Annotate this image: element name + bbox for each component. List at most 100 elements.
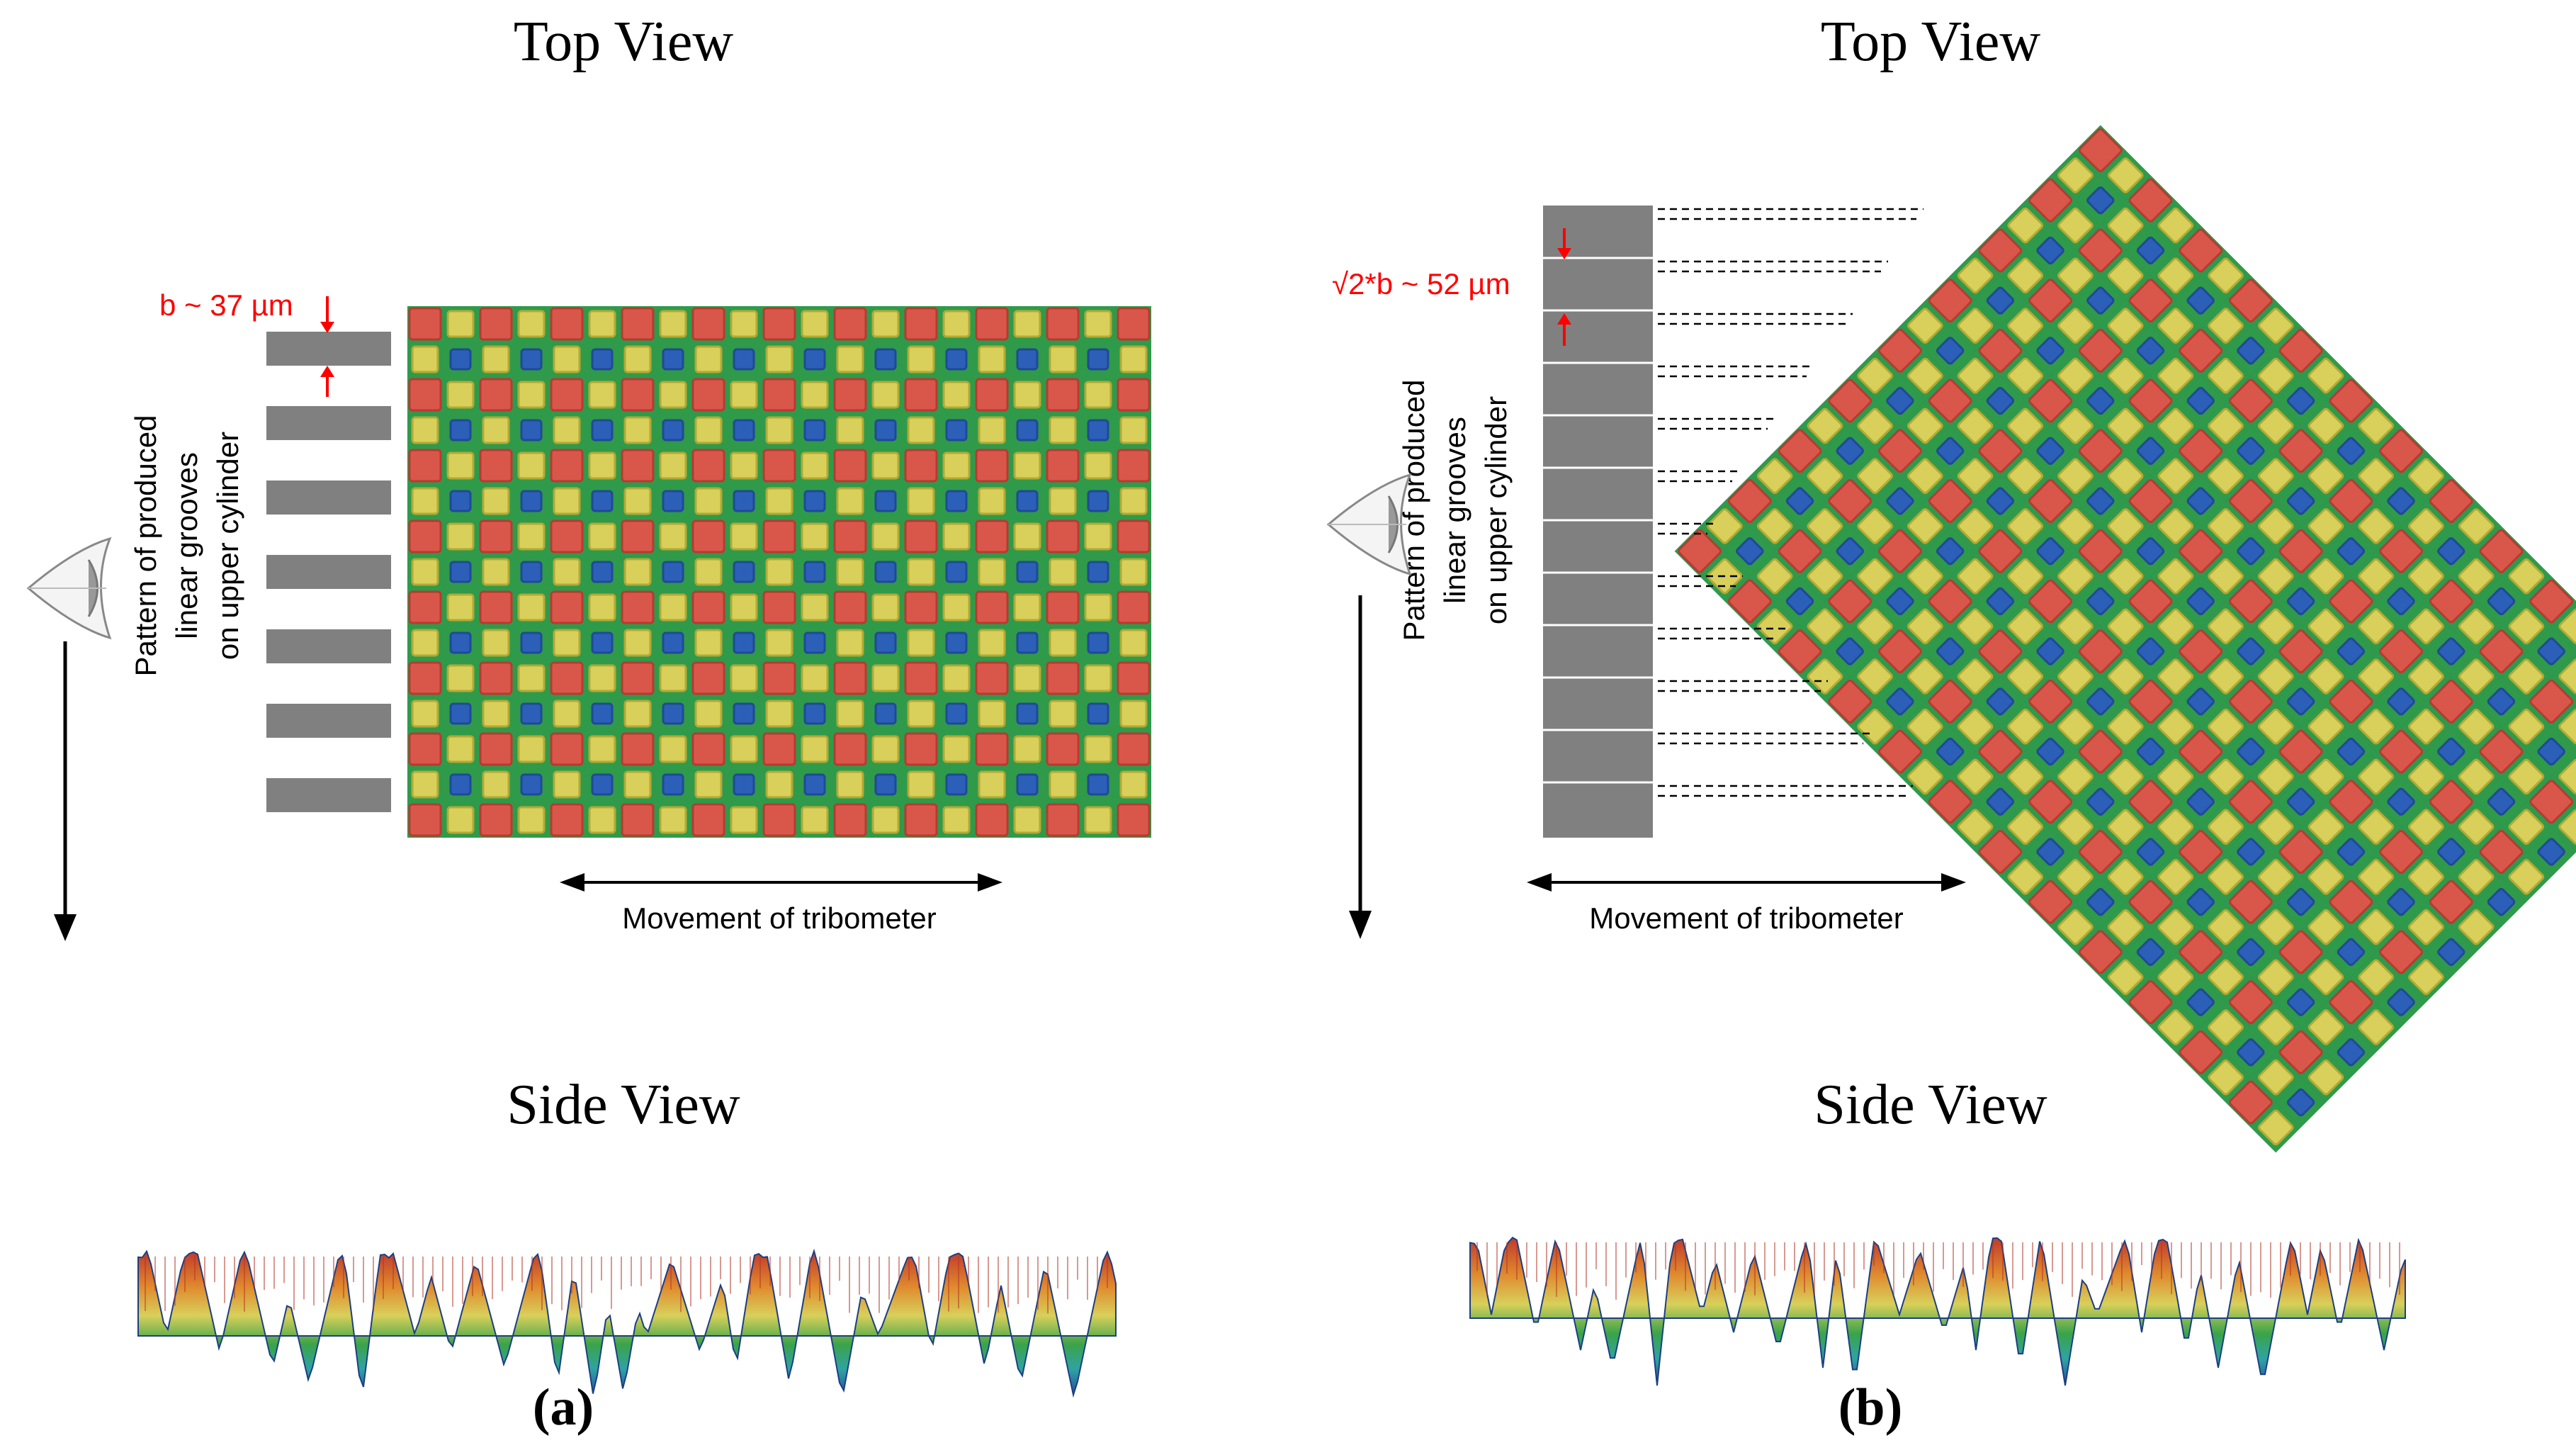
texture-cell [2329,679,2373,724]
texture-cell [978,629,1006,657]
texture-cell [2257,357,2294,394]
texture-cell [1117,307,1151,341]
texture-cell [621,449,655,483]
texture-cell [2379,529,2424,573]
texture-cell [1084,451,1112,480]
texture-cell [2257,1109,2294,1146]
texture-cell [2278,729,2323,774]
texture-cell [2078,729,2123,774]
texture-cell [1807,458,1843,494]
texture-cell [2086,487,2115,515]
texture-cell [871,664,900,692]
texture-cell [2337,437,2365,465]
texture-cell [801,381,829,409]
movement-label-b: Movement of tribometer [1589,901,1904,935]
texture-cell [1084,310,1112,338]
groove-column [1543,206,1653,838]
texture-cell [803,490,826,512]
texture-cell [662,631,684,654]
texture-cell [553,487,581,515]
texture-cell [2387,787,2415,816]
texture-cell [1087,419,1109,442]
texture-cell [2208,1059,2244,1096]
texture-cell [2387,587,2415,616]
texture-cell [2358,558,2394,595]
texture-cell [2278,930,2323,974]
texture-cell [2028,178,2073,223]
texture-cell [1957,408,1994,444]
texture-cell [1907,558,1943,595]
texture-cell [2028,479,2073,523]
texture-cell [2508,608,2545,645]
texture-cell [520,419,543,442]
texture-cell [2358,909,2394,945]
texture-cell [2529,579,2574,624]
texture-cell [2379,429,2424,473]
texture-cell [662,561,684,583]
texture-cell [1678,529,1722,573]
texture-cell [975,519,1009,553]
texture-cell [1857,458,1893,494]
down-arrow-icon [1349,595,1372,939]
texture-cell [2329,479,2373,523]
texture-cell [942,451,971,480]
texture-cell [803,348,826,371]
texture-cell [2278,429,2323,473]
texture-cell [1084,593,1112,622]
texture-cell [2036,337,2064,365]
texture-cell [411,558,439,586]
texture-cell [2358,809,2394,845]
texture-cell [2257,508,2294,544]
texture-cell [1807,608,1843,645]
texture-cell [2007,408,2044,444]
texture-cell [765,558,793,586]
texture-cell [408,661,442,695]
texture-cell [871,310,900,338]
texture-cell [1016,490,1039,512]
texture-cell [2136,337,2165,365]
texture-cell [550,661,584,695]
texture-cell [945,419,968,442]
texture-cell [2179,930,2223,974]
pattern-label-a: Pattern of produced linear grooves on up… [129,415,244,677]
texture-cell [2408,859,2444,895]
texture-cell [517,806,546,834]
texture-cell [765,416,793,444]
texture-cell [2157,608,2194,645]
texture-cell [2479,729,2524,774]
texture-cell [2358,758,2394,795]
texture-cell [550,803,584,837]
texture-cell [623,770,652,799]
texture-cell [517,381,546,409]
texture-cell [1117,661,1151,695]
texture-cell [1046,307,1080,341]
texture-cell [1886,386,1914,415]
texture-cell [1978,629,2023,674]
texture-cell [662,348,684,371]
texture-cell [517,593,546,622]
texture-cell [2136,236,2165,265]
texture-cell [621,378,655,412]
texture-cell [449,702,472,725]
texture-cell [2157,408,2194,444]
texture-cell [2529,780,2574,824]
texture-cell [2537,737,2565,766]
texture-cell [1117,519,1151,553]
double-arrow-icon [1527,873,1966,892]
texture-cell [1986,787,2015,816]
texture-cell [449,419,472,442]
texture-cell [762,803,796,837]
texture-cell [2107,157,2144,193]
texture-cell [591,561,614,583]
texture-cell [801,522,829,551]
texture-cell [942,735,971,763]
texture-cell [801,310,829,338]
texture-cell [1928,679,1972,724]
texture-cell [1046,378,1080,412]
texture-cell [730,664,758,692]
texture-cell [836,770,864,799]
texture-cell [2307,658,2344,695]
movement-label-a: Movement of tribometer [622,901,937,935]
texture-cell [942,593,971,622]
svg-text:on upper cylinder: on upper cylinder [1479,396,1513,624]
